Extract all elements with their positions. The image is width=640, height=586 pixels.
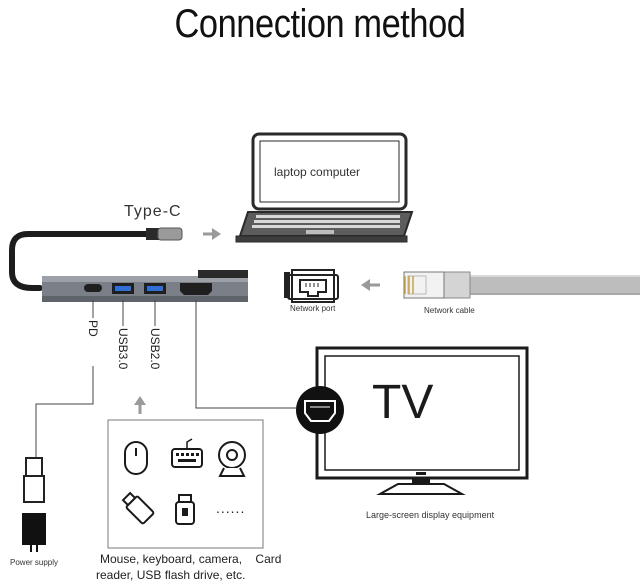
hdmi-icon bbox=[296, 386, 344, 434]
camera-icon bbox=[218, 441, 246, 477]
devices-ellipsis: ...... bbox=[216, 500, 246, 516]
power-supply-label: Power supply bbox=[10, 558, 59, 567]
type-c-cable bbox=[9, 227, 183, 291]
laptop-icon bbox=[235, 132, 414, 243]
keyboard-icon bbox=[171, 438, 203, 468]
devices-box bbox=[107, 419, 264, 549]
network-cable-label: Network cable bbox=[424, 306, 475, 315]
power-supply-icon bbox=[22, 457, 46, 552]
network-port-icon bbox=[284, 269, 339, 303]
devices-caption-line1: Mouse, keyboard, camera, Card bbox=[100, 552, 282, 566]
card-reader-icon bbox=[175, 494, 195, 525]
hdmi-port bbox=[180, 283, 212, 295]
usb-flash-drive-icon bbox=[121, 491, 155, 525]
mouse-icon bbox=[124, 441, 148, 475]
network-port-label: Network port bbox=[290, 304, 336, 313]
devices-caption-line2: reader, USB flash drive, etc. bbox=[96, 568, 246, 582]
usb2-label: USB2.0 bbox=[148, 328, 162, 370]
arrow-to-network-port bbox=[361, 279, 380, 291]
tv-label: TV bbox=[372, 376, 434, 429]
arrow-to-laptop bbox=[203, 228, 221, 240]
type-c-label: Type-C bbox=[124, 203, 182, 220]
tv-caption: Large-screen display equipment bbox=[366, 510, 495, 520]
pd-port bbox=[84, 284, 102, 292]
usb3-label: USB3.0 bbox=[116, 328, 130, 370]
port-leader-lines bbox=[35, 300, 296, 458]
pd-label: PD bbox=[86, 320, 100, 337]
laptop-label: laptop computer bbox=[274, 165, 361, 179]
page-title: Connection method bbox=[174, 2, 466, 46]
arrow-from-devices bbox=[134, 396, 146, 414]
network-cable-icon bbox=[403, 271, 640, 299]
usb-hub bbox=[42, 270, 248, 302]
